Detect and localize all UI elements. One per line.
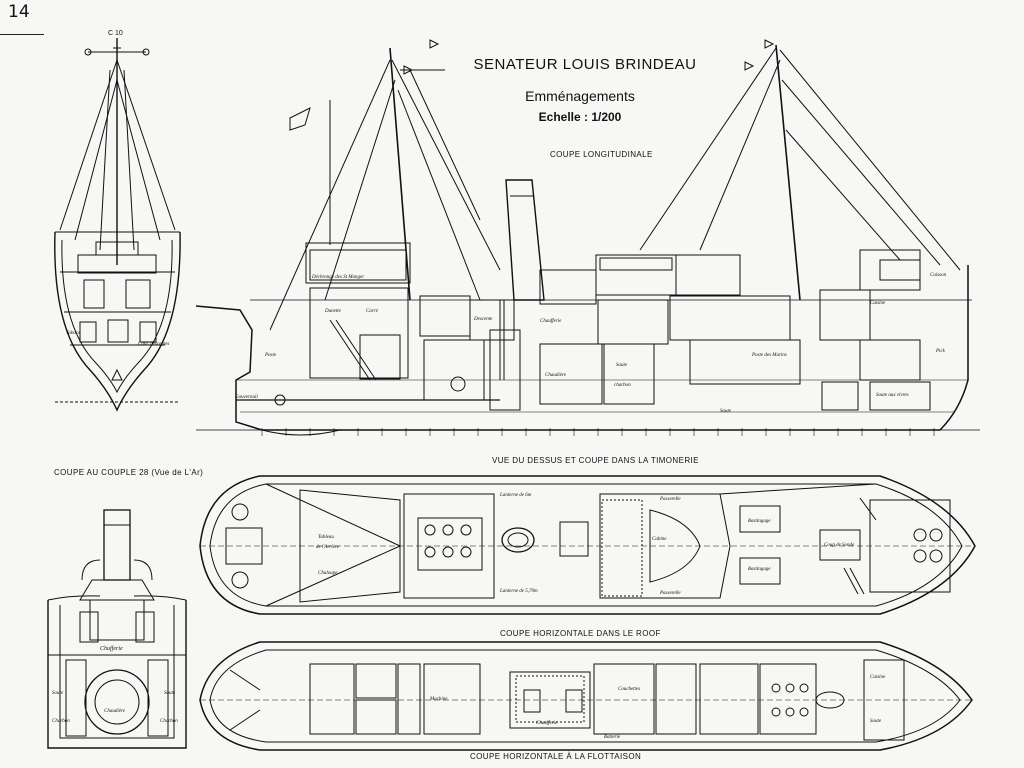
page-number: 14 — [8, 2, 30, 22]
caption-longitudinal: COUPE LONGITUDINALE — [550, 150, 653, 159]
svg-text:Poste des Marins: Poste des Marins — [751, 353, 787, 358]
caption-roof-section: COUPE HORIZONTALE DANS LE ROOF — [500, 629, 661, 638]
svg-text:Cuisine: Cuisine — [870, 675, 886, 680]
svg-text:Chaloupe: Chaloupe — [318, 571, 338, 576]
svg-text:Soute: Soute — [870, 719, 882, 724]
svg-text:Carré: Carré — [366, 309, 379, 314]
svg-text:Chaufferie: Chaufferie — [536, 721, 558, 726]
caption-frame-section: COUPE AU COUPLE 28 (Vue de L'Ar) — [54, 468, 204, 477]
svg-text:Caisson: Caisson — [930, 273, 947, 278]
svg-text:Soute aux vivres: Soute aux vivres — [876, 393, 909, 398]
caption-waterline-section: COUPE HORIZONTALE À LA FLOTTAISON — [470, 752, 642, 761]
svg-text:Soute: Soute — [164, 691, 176, 696]
waterline-section-drawing: Machine Chaufferie Batterie Couchettes C… — [199, 641, 973, 751]
svg-text:Dunette: Dunette — [324, 309, 342, 314]
svg-text:Cuisine: Cuisine — [870, 301, 886, 306]
svg-text:Charbon: Charbon — [52, 719, 70, 724]
svg-text:Bastingage: Bastingage — [748, 519, 771, 524]
drawing-title: SENATEUR LOUIS BRINDEAU — [473, 56, 697, 73]
svg-text:Chufferie: Chufferie — [100, 645, 123, 652]
svg-text:Déchronge des St Manger: Déchronge des St Manger — [311, 275, 364, 280]
svg-text:Couchettes: Couchettes — [618, 687, 640, 692]
svg-text:Batterie: Batterie — [604, 735, 621, 740]
svg-text:Lanterne de 5,70m: Lanterne de 5,70m — [499, 589, 538, 594]
longitudinal-section-drawing: Déchronge des St Manger Dunette Carré Po… — [195, 39, 980, 436]
svg-text:Charbon: Charbon — [160, 719, 178, 724]
end-view-drawing: Tabacs Coul. descentes — [54, 38, 181, 412]
svg-text:Soute: Soute — [52, 691, 64, 696]
drawing-scale: Echelle : 1/200 — [538, 110, 622, 124]
svg-text:Tabacs: Tabacs — [66, 331, 80, 336]
svg-text:Pick: Pick — [935, 349, 946, 354]
svg-text:Chaudière: Chaudière — [545, 373, 567, 378]
page-number-rule — [0, 34, 44, 35]
svg-text:Coul. descentes: Coul. descentes — [138, 342, 169, 347]
svg-text:Chaufferie: Chaufferie — [540, 319, 562, 324]
svg-text:Soute: Soute — [720, 409, 732, 414]
svg-text:Lanterne de 6m: Lanterne de 6m — [499, 493, 532, 498]
drawing-subtitle: Emménagements — [525, 88, 635, 104]
svg-text:charbon: charbon — [614, 383, 631, 388]
svg-text:de l'Arrière: de l'Arrière — [316, 545, 340, 550]
svg-text:Gouvernail: Gouvernail — [235, 395, 258, 400]
svg-text:Passerelle: Passerelle — [659, 497, 681, 502]
svg-text:Descente: Descente — [473, 317, 493, 322]
svg-text:Coup de Sonde: Coup de Sonde — [824, 543, 855, 548]
svg-text:Bastingage: Bastingage — [748, 567, 771, 572]
svg-text:Chaudière: Chaudière — [104, 709, 126, 714]
svg-text:Soute: Soute — [616, 363, 628, 368]
svg-text:Poste: Poste — [264, 353, 277, 358]
svg-text:Cabine: Cabine — [652, 537, 667, 542]
caption-top-view: VUE DU DESSUS ET COUPE DANS LA TIMONERIE — [492, 456, 699, 465]
mast-label: C 10 — [108, 30, 123, 37]
svg-text:Tableau: Tableau — [318, 535, 334, 540]
svg-text:Passerelle: Passerelle — [659, 591, 681, 596]
top-view-drawing: Tableau de l'Arrière Chaloupe Lanterne d… — [199, 475, 976, 615]
frame-section-drawing: Chufferie Chaudière Soute Soute Charbon … — [47, 509, 187, 749]
svg-text:Machine: Machine — [429, 697, 448, 702]
